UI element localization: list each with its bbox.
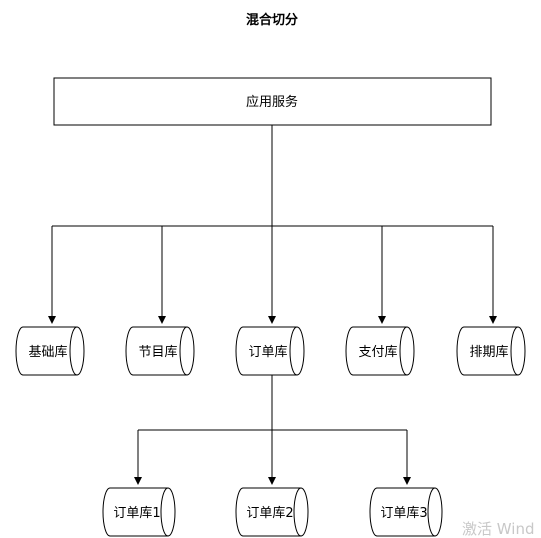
diagram-title: 混合切分 [246, 12, 298, 28]
shard-label-1: 订单库1 [113, 505, 160, 521]
shard-label-3: 订单库3 [380, 505, 427, 521]
database-label-order: 订单库 [248, 344, 287, 360]
database-label-basic: 基础库 [28, 344, 67, 360]
database-node-basic: 基础库 [15, 326, 85, 376]
database-label-payment: 支付库 [358, 344, 397, 360]
shard-label-2: 订单库2 [246, 505, 293, 521]
database-node-order: 订单库 [235, 326, 305, 376]
database-label-schedule: 排期库 [469, 344, 508, 360]
app-service-label: 应用服务 [246, 94, 298, 110]
database-node-program: 节目库 [125, 326, 195, 376]
database-node-payment: 支付库 [345, 326, 415, 376]
shard-connectors [134, 375, 411, 485]
shard-node-2: 订单库2 [235, 487, 309, 537]
shard-node-1: 订单库1 [102, 487, 176, 537]
watermark-text: 激活 Wind [462, 520, 534, 538]
database-label-program: 节目库 [138, 344, 177, 360]
shard-node-3: 订单库3 [369, 487, 443, 537]
database-node-schedule: 排期库 [456, 326, 526, 376]
app-service-node: 应用服务 [53, 77, 492, 126]
service-connectors [48, 125, 497, 324]
